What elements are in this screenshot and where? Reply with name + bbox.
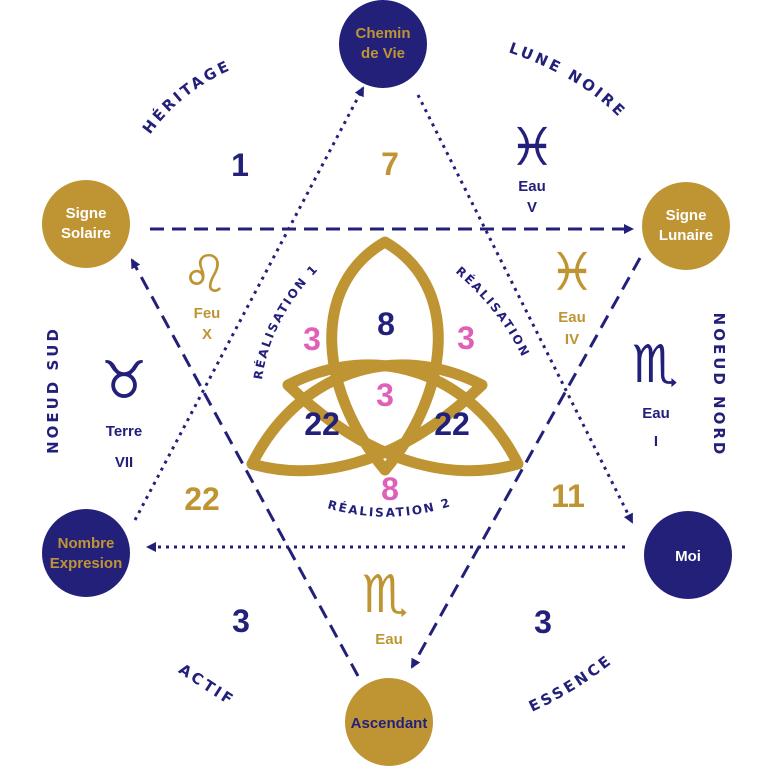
sign-lune-noire: ♓ Eau V	[509, 118, 556, 216]
sign-noeud-nord-house: I	[654, 433, 658, 450]
edge-nombre-chemin	[133, 86, 365, 521]
number-heritage: 1	[231, 147, 249, 183]
node-ascendant-label: Ascendant	[351, 715, 428, 732]
sign-ascendant-element: Eau	[375, 631, 403, 648]
scorpio-icon: ♏	[362, 565, 409, 625]
leo-icon: ♌	[182, 245, 229, 305]
node-solaire-line2: Solaire	[61, 225, 111, 242]
node-moi-label: Moi	[675, 548, 701, 565]
pisces-icon: ♓	[549, 243, 596, 303]
sign-noeud-nord-element: Eau	[642, 405, 670, 422]
sign-solaire: ♌ Feu X	[182, 245, 229, 343]
sign-solaire-element: Feu	[194, 305, 221, 322]
node-lunaire-line2: Lunaire	[659, 227, 713, 244]
triquetra-top-loop	[326, 236, 444, 476]
sign-lunaire-element: Eau	[558, 309, 586, 326]
number-top-loop: 8	[377, 306, 395, 342]
sign-lune-noire-house: V	[527, 199, 537, 216]
label-actif: ACTIF	[175, 660, 238, 710]
node-solaire-line1: Signe	[66, 205, 107, 222]
number-pink-bottom: 8	[381, 471, 399, 507]
label-noeud-nord: NOEUD NORD	[710, 313, 728, 458]
node-ascendant[interactable]: Ascendant	[345, 678, 433, 766]
node-moi[interactable]: Moi	[644, 511, 732, 599]
edge-ascendant-solaire	[130, 258, 360, 677]
triquetra-right-loop	[282, 359, 524, 477]
triangle-dashed	[130, 224, 642, 677]
number-essence: 3	[534, 604, 552, 640]
sign-noeud-nord: ♏ Eau I	[632, 335, 679, 450]
sign-noeud-sud-house: VII	[115, 454, 133, 471]
edge-lunaire-ascendant	[410, 257, 642, 669]
number-feu-sector: 22	[184, 481, 220, 517]
label-heritage: HÉRITAGE	[139, 56, 234, 137]
pisces-icon: ♓	[509, 118, 556, 178]
number-right-loop: 22	[434, 406, 470, 442]
sign-noeud-sud-element: Terre	[106, 423, 142, 440]
taurus-icon: ♉	[101, 351, 148, 411]
sign-solaire-house: X	[202, 326, 212, 343]
number-pink-right: 3	[457, 320, 475, 356]
number-lunaire-sector: 11	[551, 478, 585, 514]
node-nombre-line1: Nombre	[58, 535, 115, 552]
node-signe-lunaire[interactable]: Signe Lunaire	[642, 182, 730, 270]
sign-lunaire: ♓ Eau IV	[549, 243, 596, 348]
number-left-loop: 22	[304, 406, 340, 442]
sign-lunaire-house: IV	[565, 331, 579, 348]
sign-noeud-sud: ♉ Terre VII	[101, 351, 148, 471]
node-chemin-de-vie[interactable]: Chemin de Vie	[339, 0, 427, 88]
node-nombre-line2: Expresion	[50, 555, 123, 572]
node-lunaire-line1: Signe	[666, 207, 707, 224]
number-actif: 3	[232, 603, 250, 639]
sign-ascendant: ♏ Eau	[362, 565, 409, 648]
sign-lune-noire-element: Eau	[518, 178, 546, 195]
label-lune-noire: LUNE NOIRE	[507, 39, 631, 122]
triangle-dotted	[133, 86, 634, 552]
number-pink-left: 3	[303, 321, 321, 357]
number-center: 3	[376, 377, 394, 413]
node-chemin-line1: Chemin	[355, 25, 410, 42]
label-essence: ESSENCE	[526, 651, 616, 716]
node-signe-solaire[interactable]: Signe Solaire	[42, 180, 130, 268]
label-noeud-sud: NOEUD SUD	[44, 326, 62, 454]
scorpio-icon: ♏	[632, 335, 679, 395]
node-chemin-line2: de Vie	[361, 45, 405, 62]
node-nombre-expression[interactable]: Nombre Expresion	[42, 509, 130, 597]
triquetra	[246, 236, 524, 477]
number-chemin: 7	[381, 146, 399, 182]
